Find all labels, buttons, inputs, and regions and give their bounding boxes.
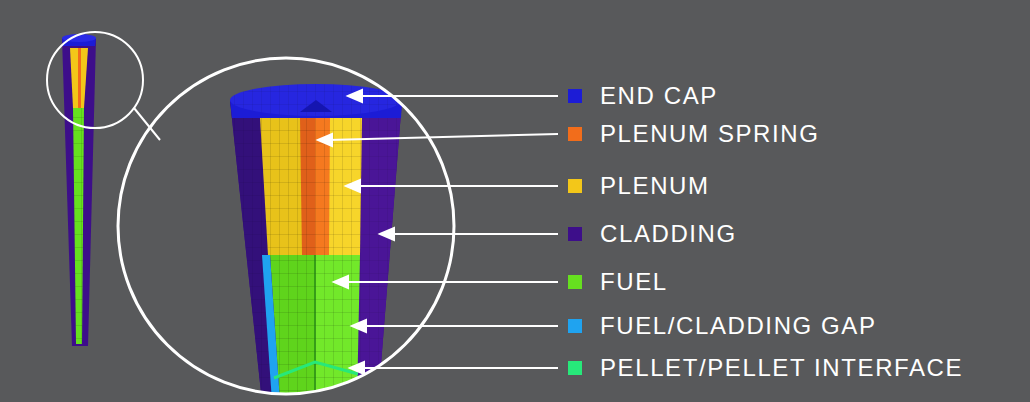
- legend-row: CLADDING: [568, 219, 737, 249]
- legend-text: PELLET/PELLET INTERFACE: [600, 353, 963, 383]
- legend-swatch: [568, 319, 582, 333]
- legend-text: FUEL: [600, 267, 668, 297]
- legend-swatch: [568, 275, 582, 289]
- legend-row: END CAP: [568, 81, 718, 111]
- legend-text: PLENUM SPRING: [600, 119, 820, 149]
- legend-row: PELLET/PELLET INTERFACE: [568, 353, 963, 383]
- small-rod: [47, 32, 160, 346]
- legend-row: FUEL/CLADDING GAP: [568, 311, 877, 341]
- legend-swatch: [568, 361, 582, 375]
- legend-swatch: [568, 127, 582, 141]
- zoom-cutaway: [230, 84, 402, 402]
- legend-text: PLENUM: [600, 171, 710, 201]
- legend-swatch: [568, 179, 582, 193]
- legend-swatch: [568, 89, 582, 103]
- leader-arrows: [318, 90, 558, 374]
- legend-row: FUEL: [568, 267, 668, 297]
- legend-swatch: [568, 227, 582, 241]
- legend-text: FUEL/CLADDING GAP: [600, 311, 877, 341]
- legend-row: PLENUM: [568, 171, 710, 201]
- legend-row: PLENUM SPRING: [568, 119, 820, 149]
- legend-text: END CAP: [600, 81, 718, 111]
- legend-text: CLADDING: [600, 219, 737, 249]
